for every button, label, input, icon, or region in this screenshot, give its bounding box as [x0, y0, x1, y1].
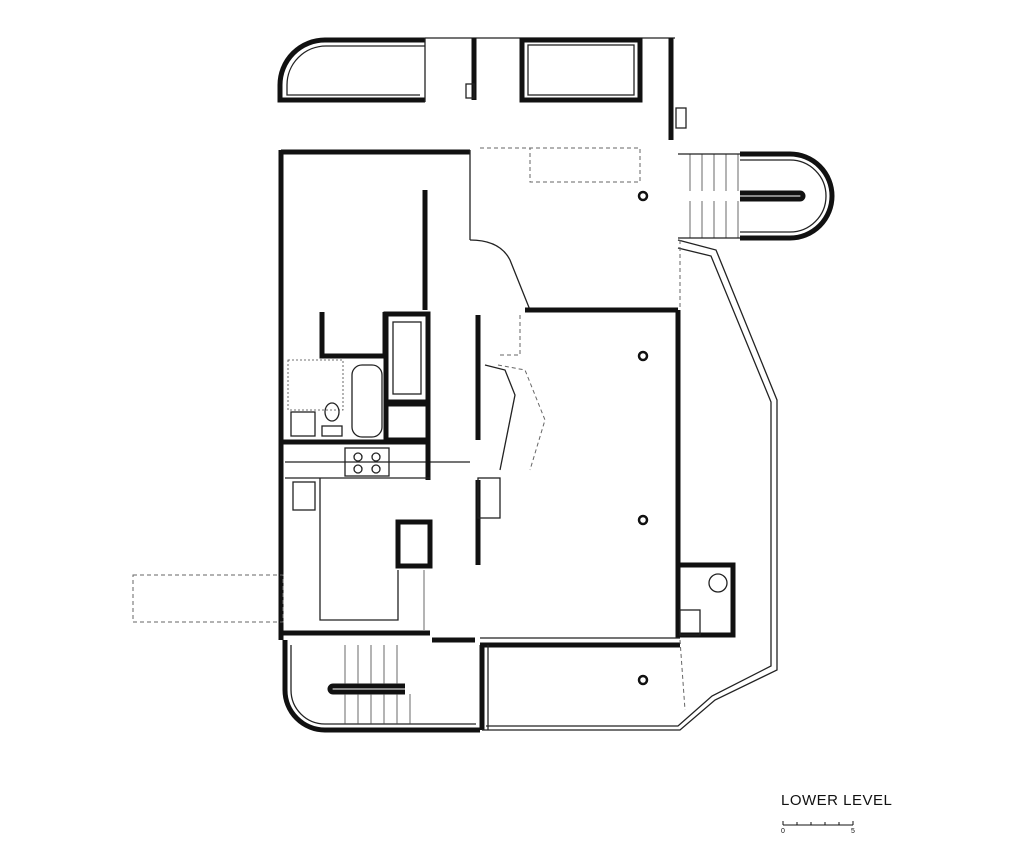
scale-bar	[782, 821, 854, 826]
scale-end-label: 5	[851, 828, 855, 835]
right-stairs	[678, 151, 835, 241]
bathroom	[283, 311, 431, 445]
column	[637, 674, 649, 686]
top-left-room	[277, 37, 426, 103]
column	[637, 190, 649, 202]
scale-start-label: 0	[781, 828, 785, 835]
central-core	[475, 315, 546, 565]
left-bedroom	[278, 149, 678, 640]
top-walls	[425, 37, 687, 140]
kitchen	[283, 442, 470, 636]
drawing-title: LOWER LEVEL	[781, 792, 893, 809]
overhead-dashed-lines	[132, 147, 686, 711]
columns	[637, 190, 649, 686]
bottom-room	[479, 239, 778, 731]
bottom-left-stairs	[282, 637, 480, 733]
column	[637, 514, 649, 526]
column	[637, 350, 649, 362]
living-room	[675, 310, 736, 638]
